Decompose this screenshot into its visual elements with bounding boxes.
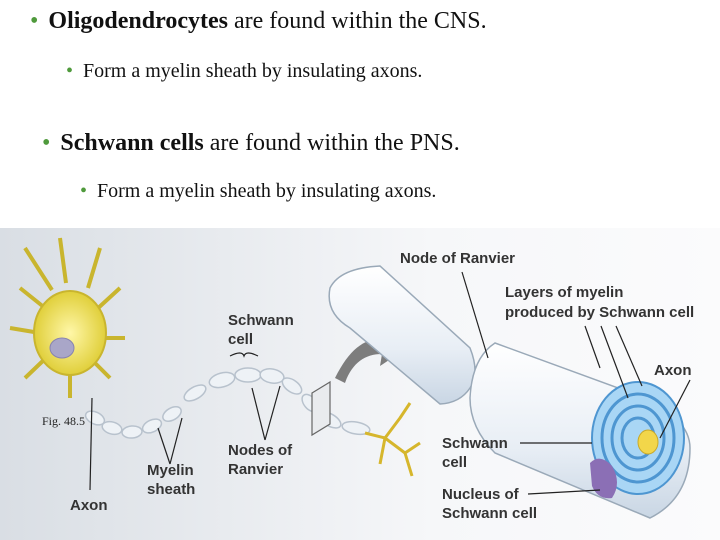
bullet-text: are found within the CNS. bbox=[227, 8, 487, 34]
label-schwann-cell-bottom-2: cell bbox=[442, 454, 468, 471]
schwann-cell-diagram bbox=[0, 228, 720, 540]
label-axon-left: Axon bbox=[70, 497, 108, 514]
label-nucleus-1: Nucleus of bbox=[442, 486, 519, 503]
label-node-of-ranvier: Node of Ranvier bbox=[400, 250, 516, 267]
label-schwann-cell-top-1: Schwann bbox=[228, 312, 294, 329]
bullet-oligodendrocytes: • Oligodendrocytes are found within the C… bbox=[30, 8, 487, 35]
bullet-term: Oligodendrocytes bbox=[48, 8, 228, 34]
bullet-term: Schwann cells bbox=[60, 130, 204, 156]
bullet-dot: • bbox=[42, 130, 51, 156]
neuron-nucleus bbox=[49, 337, 75, 359]
sub-bullet-oligodendrocytes: • Form a myelin sheath by insulating axon… bbox=[66, 60, 422, 83]
label-schwann-cell-bottom-1: Schwann bbox=[442, 435, 508, 452]
label-nucleus-2: Schwann cell bbox=[442, 505, 538, 522]
label-nodes-of-ranvier-1: Nodes of bbox=[228, 442, 293, 459]
label-myelin-sheath-1: Myelin bbox=[147, 462, 194, 479]
label-layers-of-myelin-1: Layers of myelin bbox=[505, 284, 624, 301]
bullet-schwann: • Schwann cells are found within the PNS. bbox=[42, 130, 460, 157]
myelin-cross-section bbox=[591, 381, 685, 495]
sub-bullet-schwann: • Form a myelin sheath by insulating axon… bbox=[80, 180, 436, 203]
bullet-text: are found within the PNS. bbox=[203, 130, 460, 156]
schwann-nucleus-shape bbox=[590, 458, 617, 499]
bullet-dot: • bbox=[80, 180, 88, 202]
cut-plane bbox=[311, 380, 331, 437]
sub-bullet-text: Form a myelin sheath by insulating axons… bbox=[83, 60, 423, 82]
label-nodes-of-ranvier-2: Ranvier bbox=[228, 461, 284, 478]
label-layers-of-myelin-2: produced by Schwann cell bbox=[505, 304, 695, 321]
label-axon-right: Axon bbox=[654, 362, 692, 379]
label-myelin-sheath-2: sheath bbox=[147, 481, 196, 498]
axon-terminal bbox=[364, 402, 421, 477]
bullet-dot: • bbox=[66, 60, 74, 82]
bullet-dot: • bbox=[30, 8, 39, 34]
sub-bullet-text: Form a myelin sheath by insulating axons… bbox=[97, 180, 437, 202]
figure-number: Fig. 48.5 bbox=[42, 414, 86, 428]
label-pointers bbox=[89, 271, 691, 495]
label-schwann-cell-top-2: cell bbox=[228, 331, 254, 348]
